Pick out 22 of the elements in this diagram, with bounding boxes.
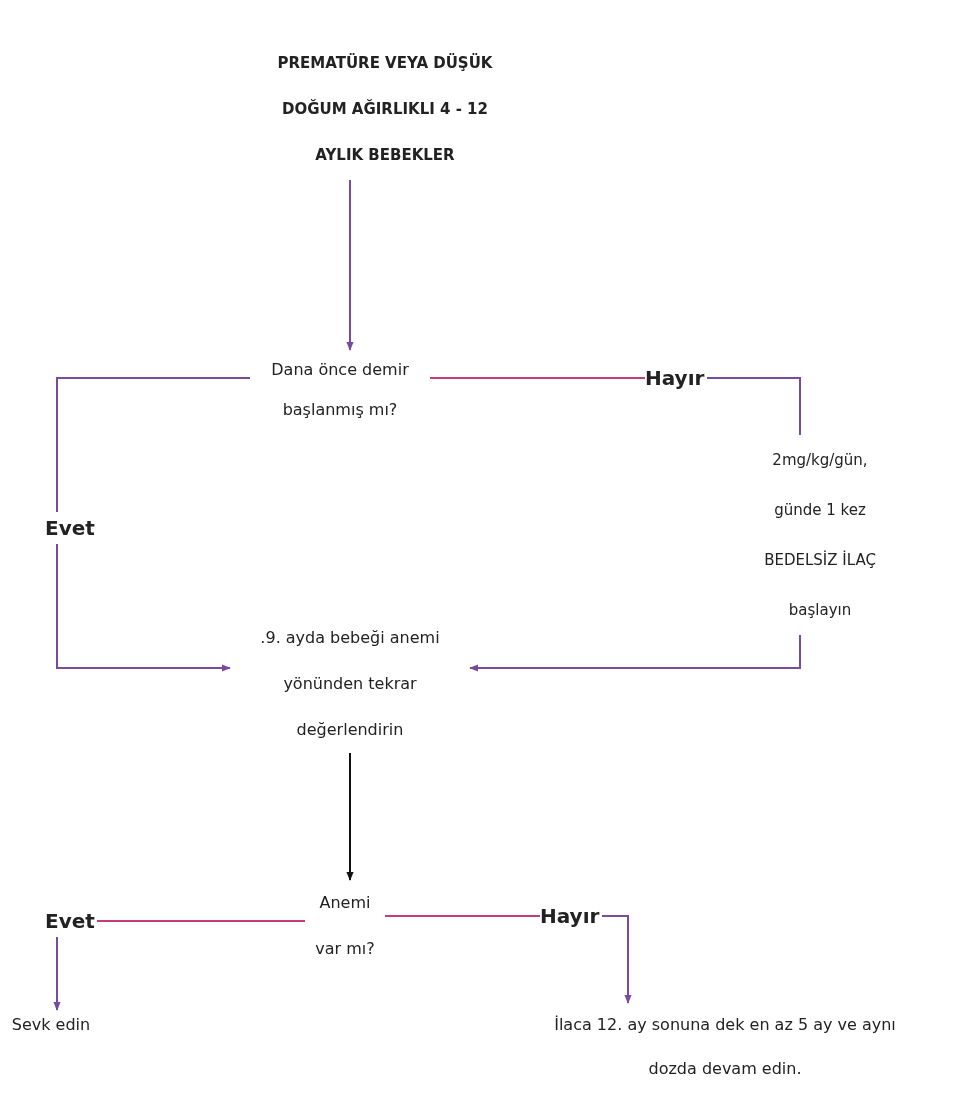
question-text: Dana önce demir başlanmış mı? [250,350,430,430]
heading-text: PREMATÜRE VEYA DÜŞÜK DOĞUM AĞIRLIKLI 4 - 12 AYLIK BEBEKLER [265,40,505,180]
branch-label: Evet [45,905,97,937]
question-text: Anemi var mı? [305,880,385,972]
connector-line [706,377,801,436]
step-text: .9. ayda bebeği anemi yönünden tekrar değerlendirin [230,615,470,753]
branch-label: Evet [45,512,97,544]
arrow [53,936,61,1011]
arrow [346,752,354,881]
step-text: 2mg/kg/gün, günde 1 kez BEDELSİZ İLAÇ başlayın [750,435,890,635]
arrow [469,634,801,672]
arrow [56,543,231,672]
branch-label: Hayır [645,362,707,394]
connector-line [384,915,541,917]
arrow [601,915,632,1004]
connector-line [96,920,306,922]
branch-label: Hayır [540,900,602,932]
connector-line [56,377,251,513]
arrow [346,179,354,351]
outcome-text: İlaca 12. ay sonuna dek en az 5 ay ve aynı dozda devam edin. [535,1003,915,1091]
outcome-text: Sevk edin [10,1010,92,1040]
connector-line [429,377,646,379]
